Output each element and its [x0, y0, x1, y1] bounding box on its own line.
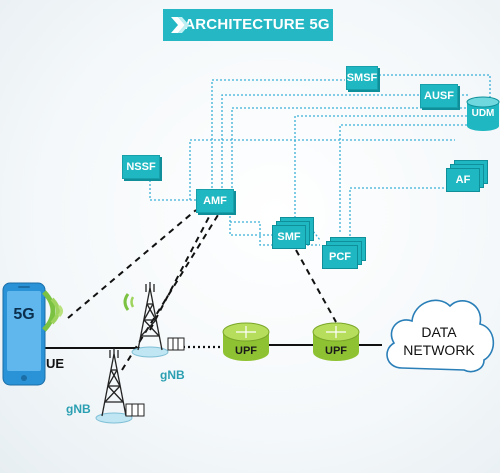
- nf-pcf-label: PCF: [329, 251, 351, 263]
- smartphone-icon: [2, 282, 46, 386]
- nf-pcf[interactable]: PCF: [322, 237, 366, 271]
- database-icon: [466, 96, 500, 131]
- ue-device[interactable]: 5G: [2, 282, 46, 386]
- nf-udm[interactable]: UDM: [466, 96, 500, 132]
- nf-smf-label: SMF: [277, 231, 301, 243]
- nf-af[interactable]: AF: [446, 160, 488, 194]
- cloud-icon: [386, 299, 495, 373]
- gnb-2-label: gNB: [66, 402, 91, 416]
- nf-ausf[interactable]: AUSF: [420, 84, 458, 108]
- nf-udm-label: UDM: [471, 108, 495, 119]
- nf-smsf-label: SMSF: [346, 72, 378, 84]
- link-amf-smf: [229, 212, 272, 236]
- link-amf-smsf: [211, 79, 345, 188]
- router-icon: [312, 322, 360, 361]
- nf-amf[interactable]: AMF: [196, 189, 234, 213]
- link-pcf-af: [349, 187, 446, 240]
- nf-nssf[interactable]: NSSF: [122, 155, 160, 179]
- data-network-cloud[interactable]: DATA NETWORK: [380, 288, 498, 380]
- link-amf-udm-2: [189, 139, 455, 200]
- router-icon: [222, 322, 270, 361]
- link-amf-ausf: [221, 94, 420, 188]
- gnb-tower-1[interactable]: [122, 280, 186, 364]
- stack-front: SMF: [272, 225, 306, 249]
- nf-upf-2-label: UPF: [325, 345, 347, 357]
- ue-label: UE: [46, 356, 65, 371]
- wireless-signal-icon: [42, 290, 63, 332]
- nf-ausf-label: AUSF: [424, 90, 454, 102]
- link-smf-upf: [295, 249, 337, 323]
- nf-nssf-label: NSSF: [126, 161, 156, 173]
- link-amf-udm: [231, 107, 468, 188]
- chevron-logo-icon: [171, 17, 189, 33]
- data-network-label-line1: DATA: [421, 324, 457, 340]
- link-amf-pcf: [230, 221, 320, 246]
- page-title: ARCHITECTURE 5G: [184, 16, 330, 33]
- gnb-tower-2[interactable]: [86, 346, 150, 430]
- nf-upf-1[interactable]: UPF: [222, 320, 270, 364]
- nf-smsf[interactable]: SMSF: [346, 66, 378, 90]
- stack-front: AF: [446, 168, 480, 192]
- data-network-label-line2: NETWORK: [403, 342, 475, 358]
- nf-amf-label: AMF: [203, 195, 227, 207]
- title-banner: ARCHITECTURE 5G: [163, 9, 333, 41]
- cell-tower-icon: [123, 282, 185, 358]
- cell-tower-icon: [95, 348, 145, 424]
- link-smf-udm: [294, 115, 468, 218]
- link-nssf-amf: [149, 180, 196, 201]
- nf-upf-2[interactable]: UPF: [312, 320, 360, 364]
- ue-badge: 5G: [13, 306, 35, 323]
- nf-af-label: AF: [455, 174, 471, 186]
- link-pcf-udm: [339, 124, 468, 232]
- stack-front: PCF: [322, 245, 358, 269]
- link-gnb2-amf: [121, 214, 219, 371]
- nf-smf[interactable]: SMF: [272, 217, 314, 249]
- gnb-1-label: gNB: [160, 368, 185, 382]
- nf-upf-1-label: UPF: [235, 345, 257, 357]
- link-ue-amf: [67, 209, 197, 319]
